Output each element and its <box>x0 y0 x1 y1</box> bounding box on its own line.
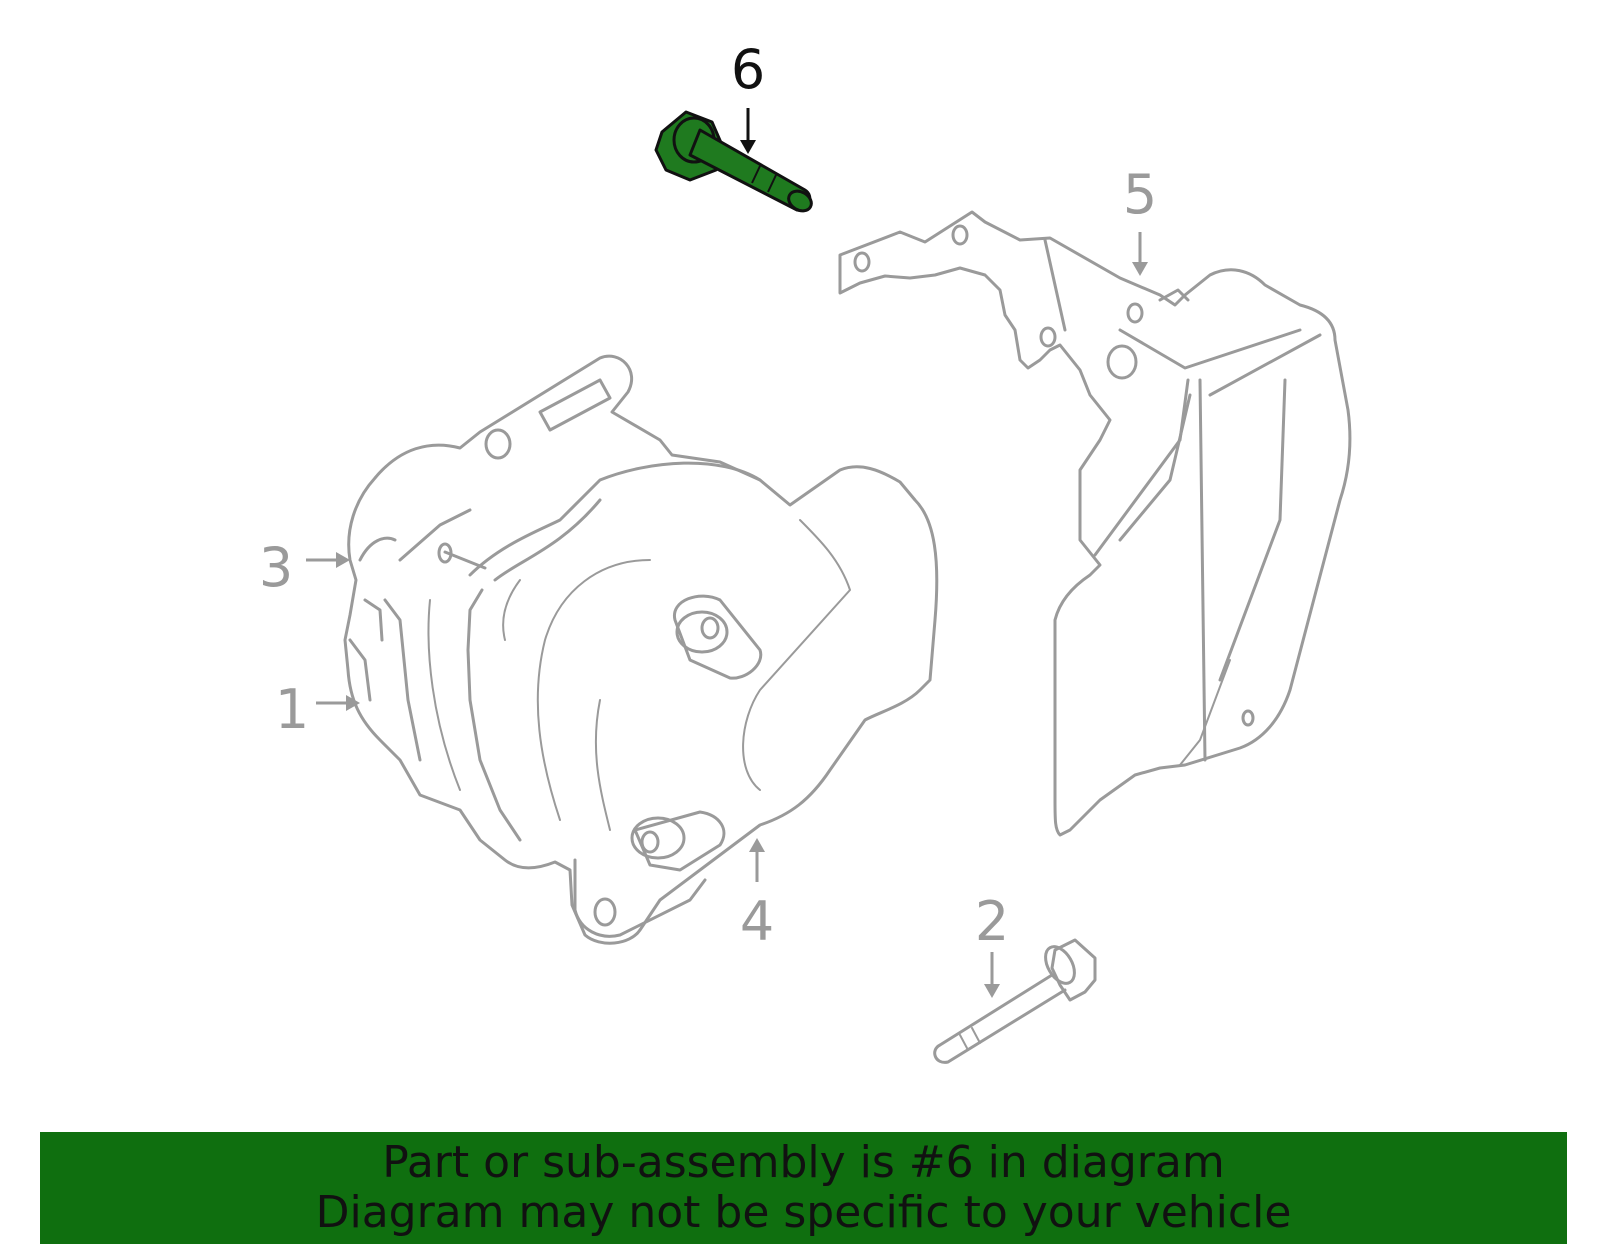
cover-bracket <box>838 210 1352 837</box>
parts-diagram: 6 5 3 1 4 2 <box>259 38 1352 1064</box>
callout-5: 5 <box>1123 163 1157 226</box>
arrowhead-6 <box>740 140 756 154</box>
callout-6: 6 <box>731 38 765 101</box>
callout-4: 4 <box>740 890 774 953</box>
bolt-part-6-highlighted <box>654 110 813 213</box>
banner-line-disclaimer: Diagram may not be specific to your vehi… <box>315 1187 1292 1238</box>
arrowhead-1 <box>346 695 360 711</box>
arrowhead-3 <box>336 552 350 568</box>
callout-1: 1 <box>275 678 309 741</box>
info-banner: Part or sub-assembly is #6 in diagram Di… <box>40 1132 1567 1244</box>
arrowhead-2 <box>984 984 1000 998</box>
callout-3: 3 <box>259 536 293 599</box>
bolt-part-2 <box>933 938 1097 1064</box>
arrowhead-4 <box>749 838 765 852</box>
alternator-assembly <box>343 354 939 945</box>
arrowhead-5 <box>1132 262 1148 276</box>
callout-2: 2 <box>975 890 1009 953</box>
banner-line-part: Part or sub-assembly is #6 in diagram <box>382 1137 1225 1188</box>
